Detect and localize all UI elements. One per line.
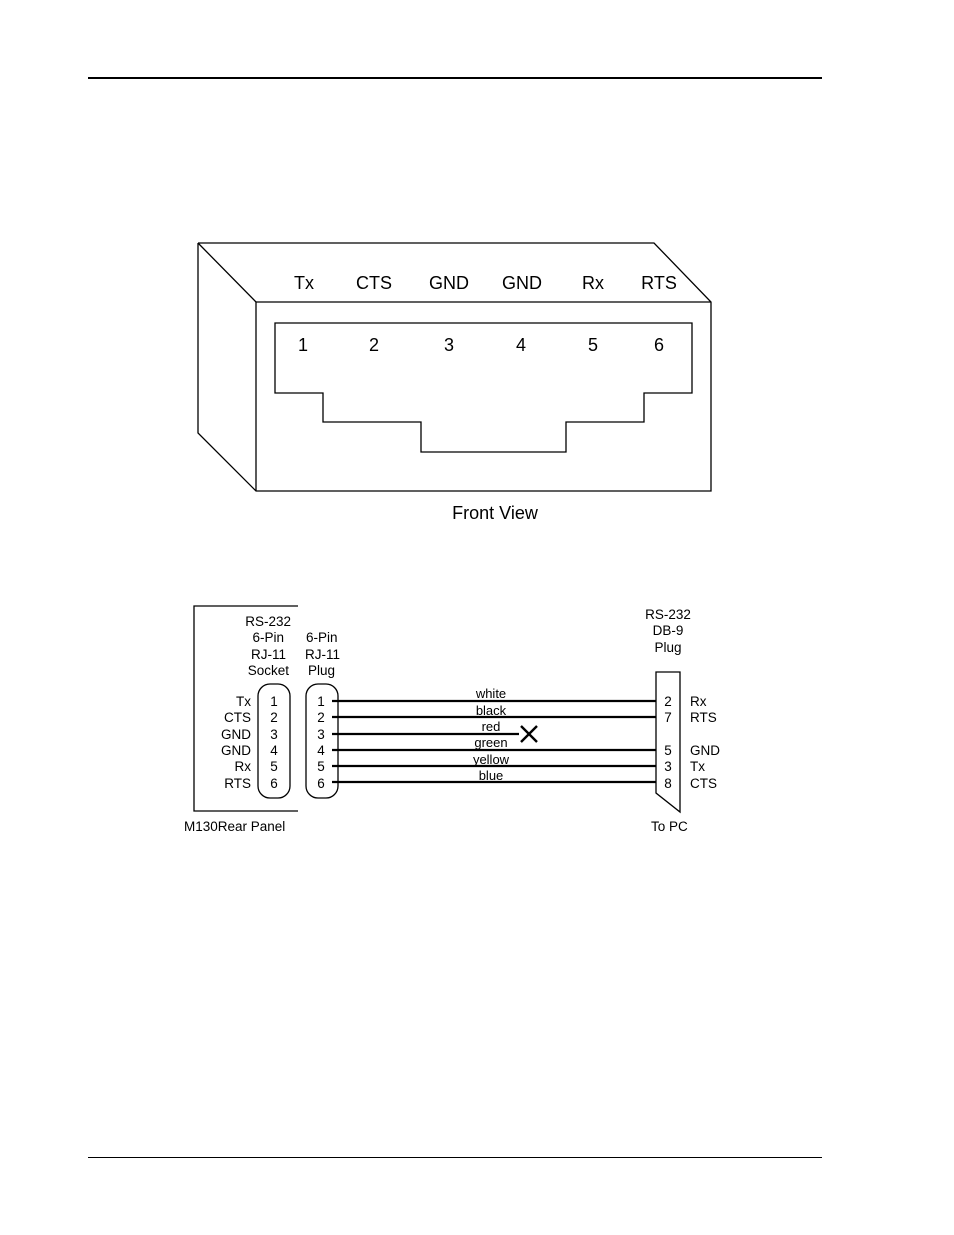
socket-pin: 5 (270, 759, 278, 774)
db9-pins: 2 7 5 3 8 (664, 694, 672, 791)
front-signal-label: GND (502, 273, 542, 293)
socket-pin: 6 (270, 776, 278, 791)
box-edge (197, 242, 257, 303)
socket-label-line: 6-Pin (252, 630, 284, 645)
rear-panel-outline (193, 605, 298, 812)
front-signal-labels: Tx CTS GND GND Rx RTS (294, 273, 677, 293)
plug-pin: 1 (317, 694, 325, 709)
rear-panel (193, 605, 681, 814)
db9-label-line: RS-232 (645, 607, 691, 622)
socket-signal: CTS (224, 710, 251, 725)
socket-label-line: RS-232 (245, 614, 291, 629)
db9-plug (655, 671, 681, 814)
socket-signal: Rx (235, 759, 252, 774)
front-pin-number: 1 (298, 335, 308, 355)
plug-label-line: Plug (308, 663, 335, 678)
wire-color-label: black (476, 703, 507, 718)
socket-pin: 2 (270, 710, 278, 725)
db9-pin: 2 (664, 694, 672, 709)
db9-pin: 3 (664, 759, 672, 774)
wire-color-label: white (475, 686, 506, 701)
plug-pin: 5 (317, 759, 325, 774)
rj11-plug (305, 683, 339, 799)
front-view-caption: Front View (452, 503, 539, 523)
socket-pins: 1 2 3 4 5 6 (270, 694, 278, 791)
wires (332, 699, 656, 784)
front-signal-label: CTS (356, 273, 392, 293)
footer-rule (88, 1157, 822, 1158)
plug-label-line: RJ-11 (305, 647, 340, 662)
front-pin-number: 4 (516, 335, 526, 355)
socket-label-line: Socket (248, 663, 290, 678)
db9-label-line: DB-9 (653, 623, 684, 638)
front-signal-label: Tx (294, 273, 314, 293)
wire-color-label: blue (479, 768, 504, 783)
socket-signal: GND (221, 743, 251, 758)
socket-label-line: RJ-11 (251, 647, 286, 662)
db9-signal: CTS (690, 776, 717, 791)
plug-label: 6-Pin RJ-11 Plug (305, 630, 340, 678)
socket-signals: Tx CTS GND GND Rx RTS (221, 694, 251, 791)
rj11-socket (257, 683, 291, 799)
db9-label: RS-232 DB-9 Plug (645, 607, 691, 655)
cut-mark-icon (520, 725, 538, 743)
db9-signal: Tx (690, 759, 705, 774)
front-signal-label: GND (429, 273, 469, 293)
front-pin-number: 6 (654, 335, 664, 355)
plug-pin: 2 (317, 710, 325, 725)
wire-color-label: yellow (473, 752, 510, 767)
to-pc-caption: To PC (651, 819, 688, 834)
wire-color-label: green (474, 735, 507, 750)
wire-colors: white black red green yellow blue (473, 686, 510, 783)
db9-signal: RTS (690, 710, 717, 725)
plug-pin: 3 (317, 727, 325, 742)
rear-panel-caption: M130Rear Panel (184, 819, 285, 834)
jack-opening (274, 322, 693, 453)
socket-signal: Tx (236, 694, 251, 709)
db9-signal: GND (690, 743, 720, 758)
socket-pin: 3 (270, 727, 278, 742)
front-signal-label: Rx (582, 273, 604, 293)
db9-pin: 5 (664, 743, 672, 758)
rj11-front-view (197, 242, 712, 492)
front-pin-number: 5 (588, 335, 598, 355)
db9-signals: Rx RTS GND Tx CTS (690, 694, 720, 791)
plug-pin: 4 (317, 743, 325, 758)
header-rule (88, 77, 822, 79)
db9-pin: 7 (664, 710, 672, 725)
front-pin-number: 3 (444, 335, 454, 355)
socket-signal: RTS (224, 776, 251, 791)
front-pin-number: 2 (369, 335, 379, 355)
wire-color-label: red (482, 719, 501, 734)
socket-pin: 1 (270, 694, 278, 709)
plug-pin: 6 (317, 776, 325, 791)
db9-label-line: Plug (654, 640, 681, 655)
db9-pin: 8 (664, 776, 672, 791)
plug-label-line: 6-Pin (306, 630, 338, 645)
plug-pins: 1 2 3 4 5 6 (317, 694, 325, 791)
socket-signal: GND (221, 727, 251, 742)
socket-pin: 4 (270, 743, 278, 758)
socket-label: RS-232 6-Pin RJ-11 Socket (245, 614, 291, 678)
db9-signal: Rx (690, 694, 707, 709)
box-outline (197, 242, 712, 492)
front-pin-numbers: 1 2 3 4 5 6 (298, 335, 664, 355)
front-signal-label: RTS (641, 273, 677, 293)
